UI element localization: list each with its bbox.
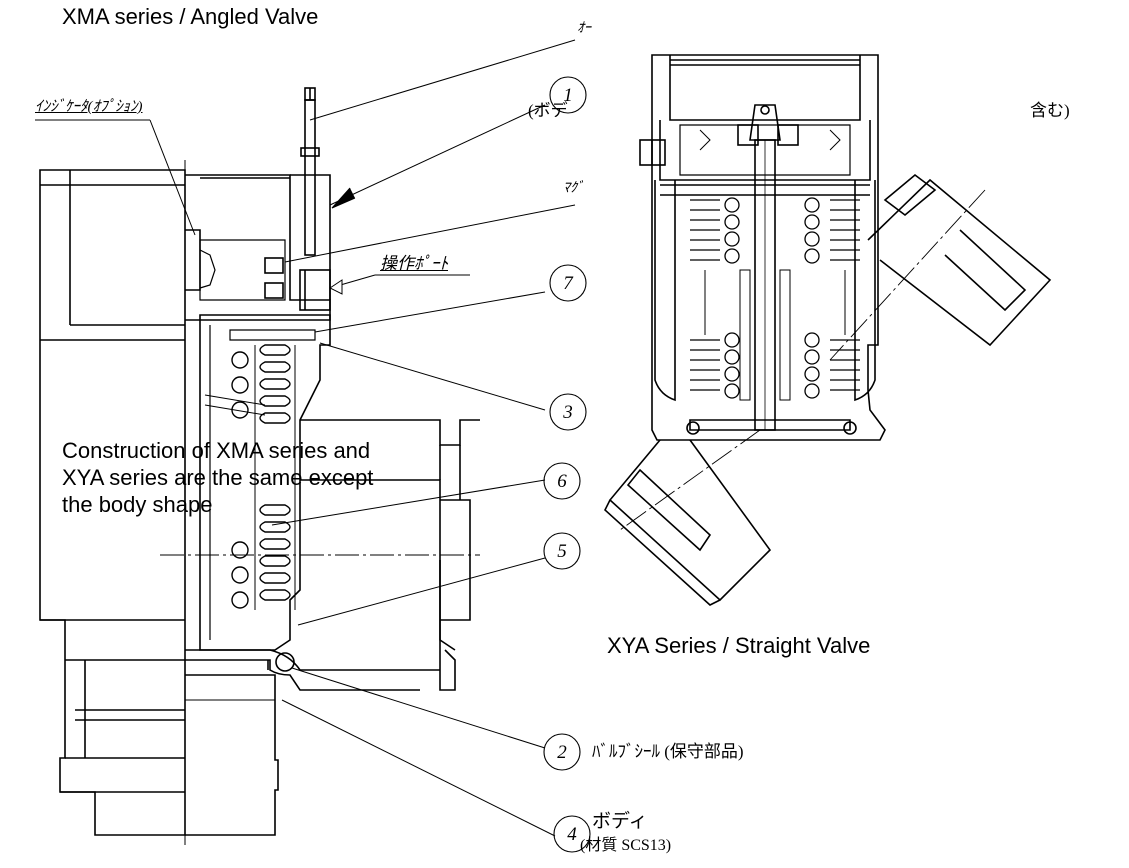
label-mask — [592, 0, 602, 620]
indicator-option-label: ｲﾝｼﾞｹｰﾀ(ｵﾌﾟｼｮﾝ) — [35, 99, 143, 115]
angled-valve-title: XMA series / Angled Valve — [62, 4, 319, 29]
leader-lines — [35, 39, 576, 837]
xya-straight-valve-drawing — [604, 54, 1052, 606]
callout-number: 2 — [557, 742, 567, 763]
callout-2-text: ﾊﾞﾙﾌﾞｼｰﾙ (保守部品) — [592, 742, 744, 761]
top-cut-label: ｵｰ — [577, 21, 591, 36]
callout-number: 4 — [567, 824, 577, 845]
operation-port-label: 操作ﾎﾟｰﾄ — [380, 254, 448, 273]
callout-numbers: 1 7 3 6 5 2 4 — [557, 85, 577, 845]
callout-4-text: ボディ — [592, 811, 648, 832]
magnet-cut-label: ﾏｸﾞ — [563, 181, 584, 196]
straight-valve-title: XYA Series / Straight Valve — [607, 633, 871, 658]
note-line-3: the body shape — [62, 492, 213, 517]
callout-number: 3 — [562, 402, 573, 423]
note-line-2: XYA series are the same except — [62, 465, 374, 490]
xma-angled-valve-drawing — [39, 87, 480, 845]
callout-1-text: (ボデ — [528, 101, 568, 120]
callout-4-subtext: (材質 SCS13) — [580, 837, 672, 854]
callout-number: 7 — [563, 273, 574, 294]
callout-number: 5 — [557, 541, 567, 562]
callout-number: 1 — [563, 85, 573, 106]
includes-cut-label: 含む) — [1030, 101, 1070, 120]
callout-circles — [543, 76, 591, 853]
callout-number: 6 — [557, 471, 567, 492]
note-line-1: Construction of XMA series and — [62, 438, 371, 463]
